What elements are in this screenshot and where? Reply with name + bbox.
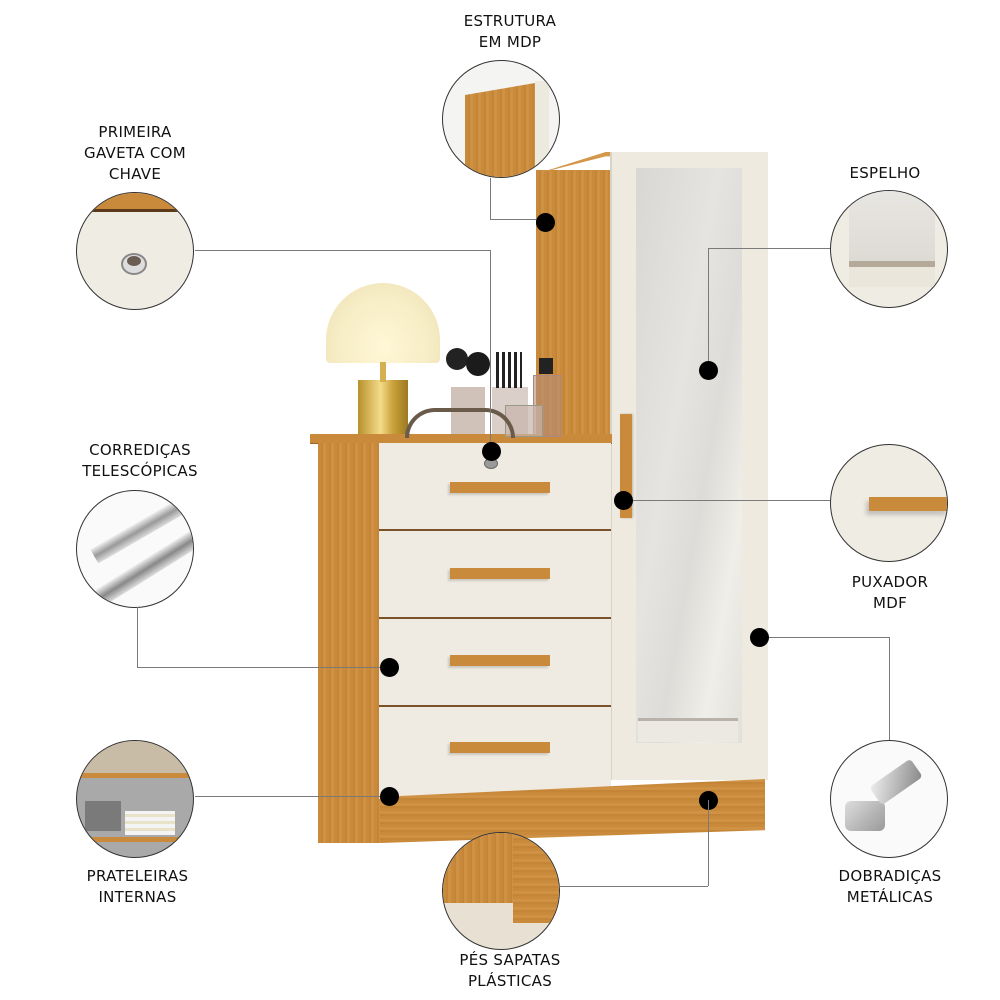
callout-label: CORREDIÇAS TELESCÓPICAS bbox=[82, 441, 198, 480]
bag-handle bbox=[405, 408, 515, 438]
lamp-shade bbox=[326, 283, 440, 363]
brush-head bbox=[446, 348, 468, 370]
metal-hinge-closeup-image bbox=[830, 740, 948, 858]
mirror bbox=[636, 168, 742, 743]
callout-dot[interactable] bbox=[481, 441, 501, 461]
callout-dot[interactable] bbox=[749, 627, 769, 647]
callout-dot[interactable] bbox=[535, 212, 555, 232]
callout-dot[interactable] bbox=[613, 490, 633, 510]
drawer-1-handle[interactable] bbox=[450, 482, 550, 493]
perfume-cap bbox=[539, 358, 553, 374]
callout-dot[interactable] bbox=[379, 657, 399, 677]
callout-label: PRIMEIRA GAVETA COM CHAVE bbox=[84, 123, 186, 183]
dresser-side bbox=[318, 443, 380, 843]
callout-label: DOBRADIÇAS METÁLICAS bbox=[838, 867, 942, 906]
callout-label: PUXADOR MDF bbox=[851, 573, 929, 612]
callout-label: PRATELEIRAS INTERNAS bbox=[86, 867, 189, 906]
drawer-3-handle[interactable] bbox=[450, 655, 550, 666]
drawer-lock-key-closeup-image bbox=[76, 192, 194, 310]
callout-label: ESPELHO bbox=[849, 164, 921, 182]
internal-shelves-closeup-image bbox=[76, 740, 194, 858]
callout-label: ESTRUTURA EM MDP bbox=[463, 12, 557, 51]
lamp-base bbox=[358, 380, 408, 434]
mdf-handle-closeup-image bbox=[830, 444, 948, 562]
callout-dot[interactable] bbox=[379, 786, 399, 806]
drawer-4-handle[interactable] bbox=[450, 742, 550, 753]
mirror-closeup-image bbox=[830, 190, 948, 308]
lamp-stem bbox=[380, 362, 386, 382]
mirror-floor-reflection bbox=[638, 718, 738, 742]
brush-handles bbox=[496, 352, 522, 388]
callout-dot[interactable] bbox=[698, 360, 718, 380]
plastic-feet-closeup-image bbox=[442, 832, 560, 950]
brush-head bbox=[466, 352, 490, 376]
drawer-2-handle[interactable] bbox=[450, 568, 550, 579]
wood-panel-closeup-image bbox=[442, 60, 560, 178]
telescopic-slides-closeup-image bbox=[76, 490, 194, 608]
drawer-4[interactable] bbox=[379, 707, 611, 799]
callout-label: PÉS SAPATAS PLÁSTICAS bbox=[459, 951, 561, 990]
